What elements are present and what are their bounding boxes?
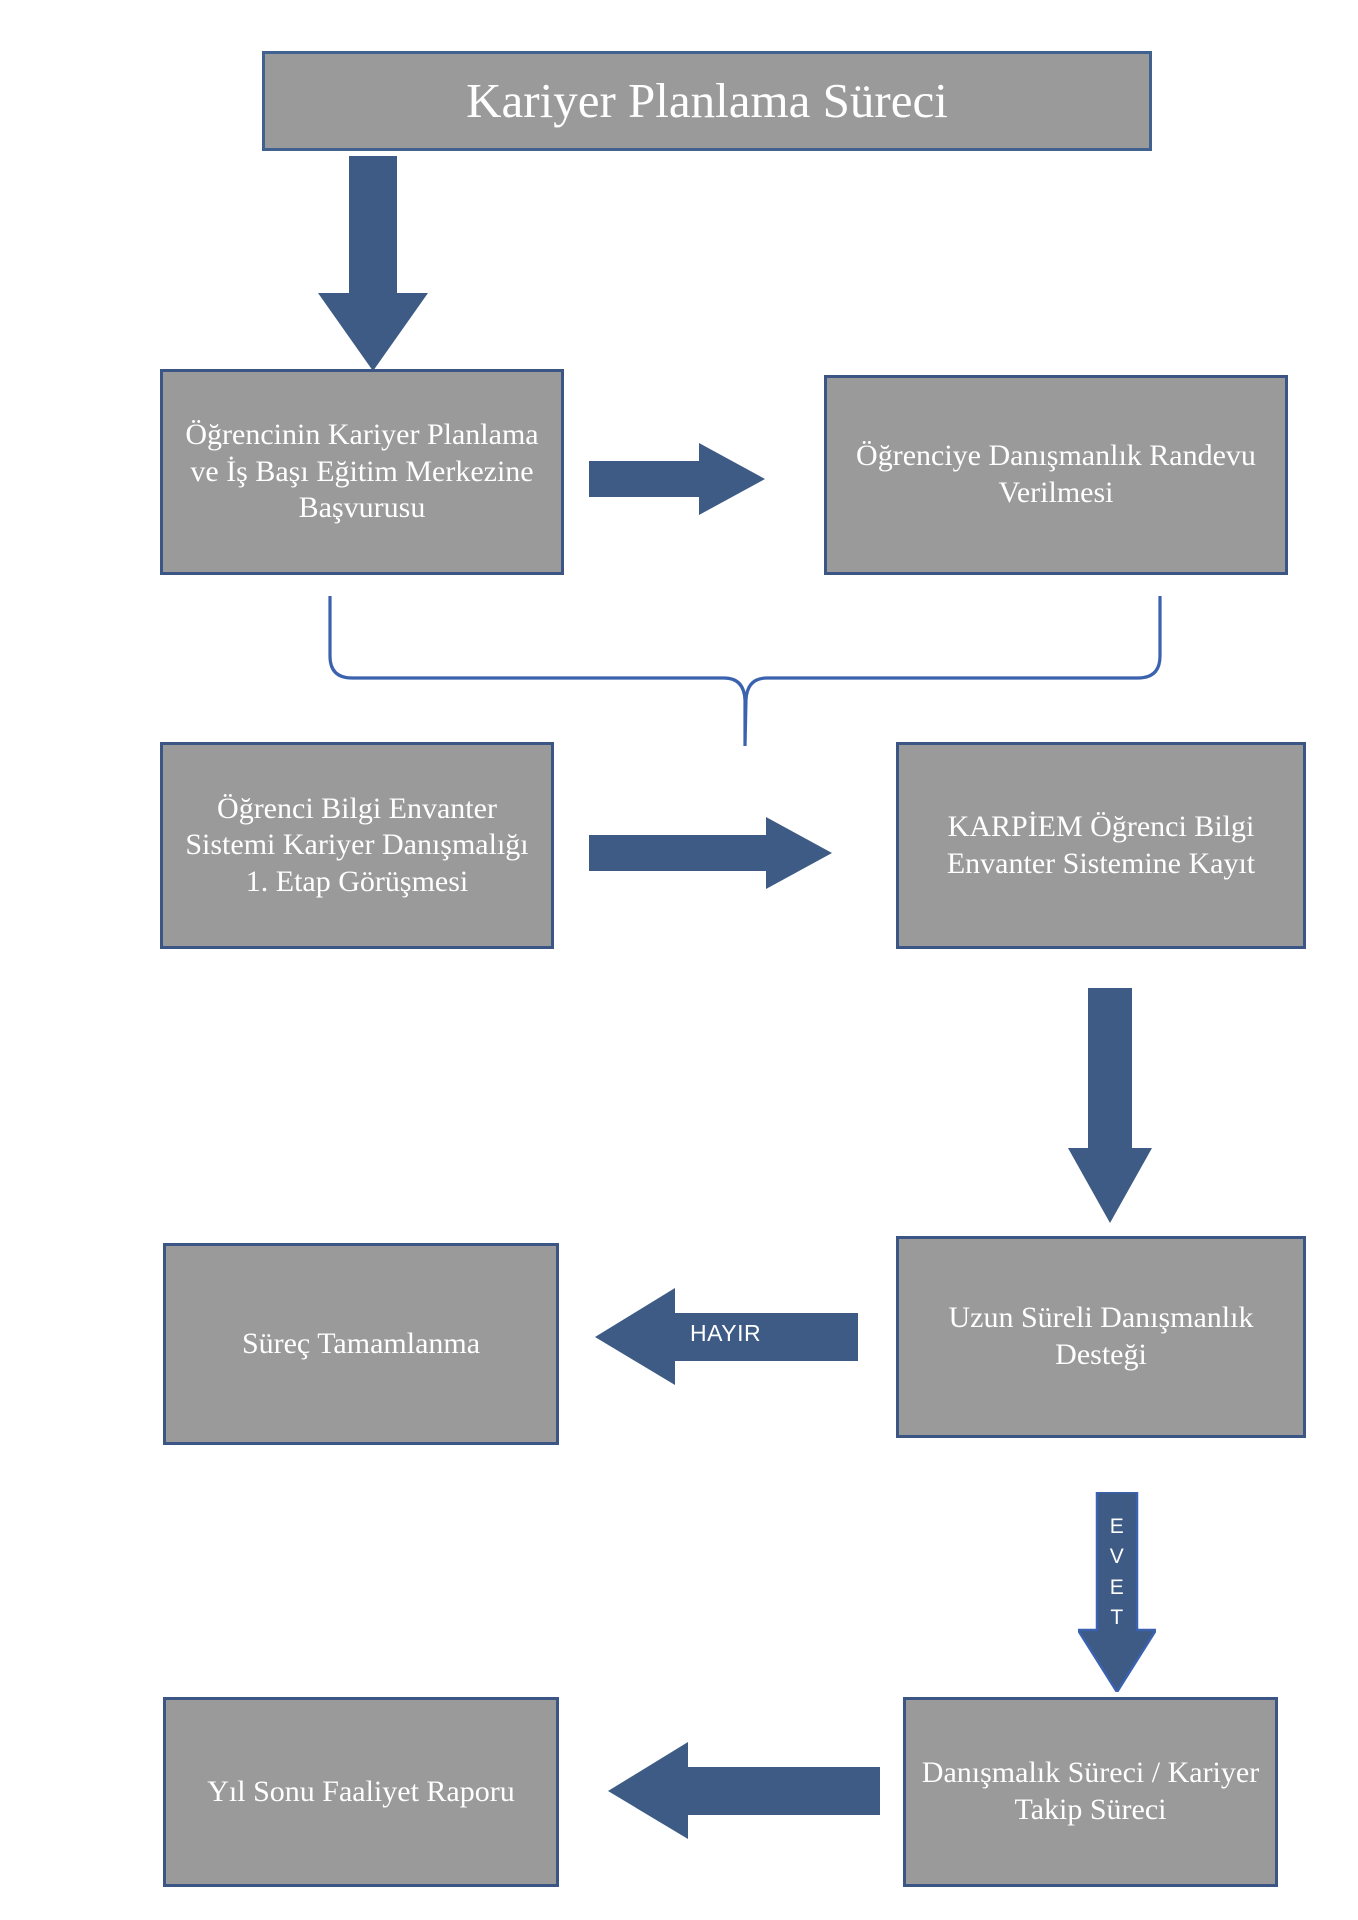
- down-arrow-icon: [318, 156, 428, 371]
- node-uzun-label: Uzun Süreli Danışmanlık Desteği: [948, 1301, 1254, 1371]
- node-uzun[interactable]: Uzun Süreli Danışmanlık Desteği: [896, 1236, 1306, 1438]
- node-etap-label: Öğrenci Bilgi Envanter Sistemi Kariyer D…: [185, 791, 529, 898]
- node-karpiem-label: KARPİEM Öğrenci Bilgi Envanter Sistemine…: [946, 809, 1256, 880]
- node-tamamlanma-label: Süreç Tamamlanma: [241, 1326, 481, 1360]
- node-rapor[interactable]: Yıl Sonu Faaliyet Raporu: [163, 1697, 559, 1887]
- arrow-title-to-basvuru: [318, 156, 428, 371]
- page-title: Kariyer Planlama Süreci: [466, 73, 948, 129]
- arrow-uzun-to-tamamlanma: [595, 1288, 858, 1385]
- node-randevu-label: Öğrenciye Danışmanlık Randevu Verilmesi: [856, 439, 1256, 509]
- node-takip-label: Danışmalık Süreci / Kariyer Takip Süreci: [921, 1756, 1260, 1826]
- node-karpiem[interactable]: KARPİEM Öğrenci Bilgi Envanter Sistemine…: [896, 742, 1306, 949]
- left-arrow-icon: [608, 1742, 880, 1839]
- right-arrow-icon: [589, 443, 765, 515]
- left-arrow-icon: [595, 1288, 858, 1385]
- curly-brace-icon: [328, 596, 1162, 747]
- node-basvuru[interactable]: Öğrencinin Kariyer Planlama ve İş Başı E…: [160, 369, 564, 575]
- right-arrow-icon: [589, 817, 832, 889]
- node-basvuru-label: Öğrencinin Kariyer Planlama ve İş Başı E…: [185, 418, 539, 525]
- arrow-uzun-to-takip: [1078, 1492, 1156, 1692]
- node-rapor-label: Yıl Sonu Faaliyet Raporu: [207, 1774, 515, 1808]
- node-tamamlanma[interactable]: Süreç Tamamlanma: [163, 1243, 559, 1445]
- node-randevu[interactable]: Öğrenciye Danışmanlık Randevu Verilmesi: [824, 375, 1288, 575]
- arrow-karpiem-to-uzun: [1068, 988, 1152, 1223]
- node-etap[interactable]: Öğrenci Bilgi Envanter Sistemi Kariyer D…: [160, 742, 554, 949]
- down-arrow-icon: [1068, 988, 1152, 1223]
- brace-connector: [320, 596, 1170, 747]
- arrow-etap-to-karpiem: [589, 817, 832, 889]
- arrow-basvuru-to-randevu: [589, 443, 765, 515]
- arrow-takip-to-rapor: [608, 1742, 880, 1839]
- diagram-title-box: Kariyer Planlama Süreci: [262, 51, 1152, 151]
- node-takip[interactable]: Danışmalık Süreci / Kariyer Takip Süreci: [903, 1697, 1278, 1887]
- down-arrow-icon: [1078, 1492, 1156, 1692]
